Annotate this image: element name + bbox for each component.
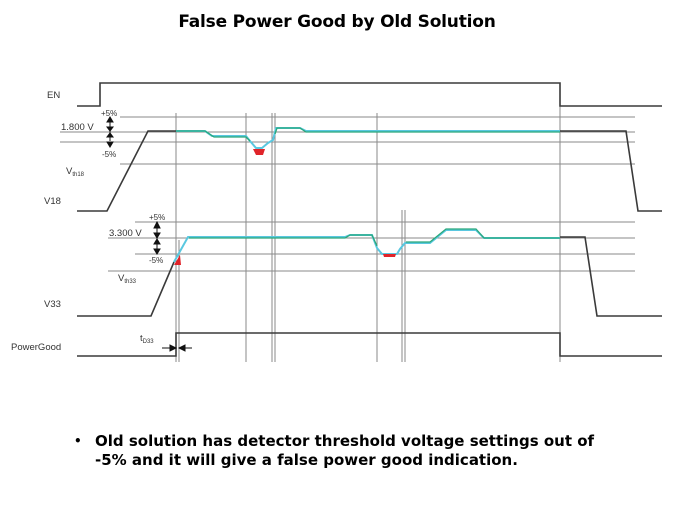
arrow-down-icon xyxy=(106,141,114,148)
v18-waveform-tail xyxy=(560,130,662,212)
arrow-up-icon xyxy=(153,220,161,229)
v33-waveform-tail xyxy=(560,236,662,317)
bullet-text: Old solution has detector threshold volt… xyxy=(95,432,595,469)
v33-band-lines xyxy=(108,221,635,272)
v18-ripple-trace xyxy=(176,127,560,149)
v33-threshold-label: Vth33 xyxy=(118,273,137,285)
v18-waveform xyxy=(77,130,176,212)
v18-inband-trace xyxy=(176,130,251,142)
v33-plus5-label: +5% xyxy=(149,213,165,222)
arrow-down-icon xyxy=(106,126,114,132)
v33-violation-marker xyxy=(174,255,181,265)
v18-inband-trace xyxy=(274,127,560,135)
arrow-down-icon xyxy=(153,248,161,255)
bullet-marker: • xyxy=(74,434,82,448)
arrow-left-icon xyxy=(177,344,186,352)
en-waveform xyxy=(77,82,662,107)
delay-arrows xyxy=(162,344,192,352)
arrow-up-icon xyxy=(106,132,114,138)
v33-tolerance-arrows xyxy=(153,220,161,255)
v18-tolerance-arrows xyxy=(106,116,114,148)
v18-label: V18 xyxy=(44,196,61,207)
v33-minus5-label: -5% xyxy=(149,256,163,265)
v33-label: V33 xyxy=(44,299,61,310)
en-label: EN xyxy=(47,90,60,101)
arrow-up-icon xyxy=(106,116,114,123)
v18-violation-marker xyxy=(253,149,265,155)
v33-waveform xyxy=(77,261,175,317)
v18-minus5-label: -5% xyxy=(102,150,116,159)
v18-threshold-label: Vth18 xyxy=(66,166,85,178)
arrow-down-icon xyxy=(153,232,161,239)
v33-inband-trace xyxy=(406,228,560,243)
v18-band-lines xyxy=(60,116,635,165)
arrow-up-icon xyxy=(153,238,161,245)
v18-plus5-label: +5% xyxy=(101,109,117,118)
powergood-waveform xyxy=(77,332,662,357)
v18-nominal-label: 1.800 V xyxy=(61,122,94,133)
v33-inband-trace xyxy=(189,234,378,247)
v33-violation-marker xyxy=(383,254,396,257)
v33-nominal-label: 3.300 V xyxy=(109,228,142,239)
delay-label: tD33 xyxy=(140,333,154,345)
slide-title: False Power Good by Old Solution xyxy=(178,12,496,32)
powergood-label: PowerGood xyxy=(11,342,61,353)
vertical-markers xyxy=(175,100,561,362)
arrow-right-icon xyxy=(169,344,178,352)
